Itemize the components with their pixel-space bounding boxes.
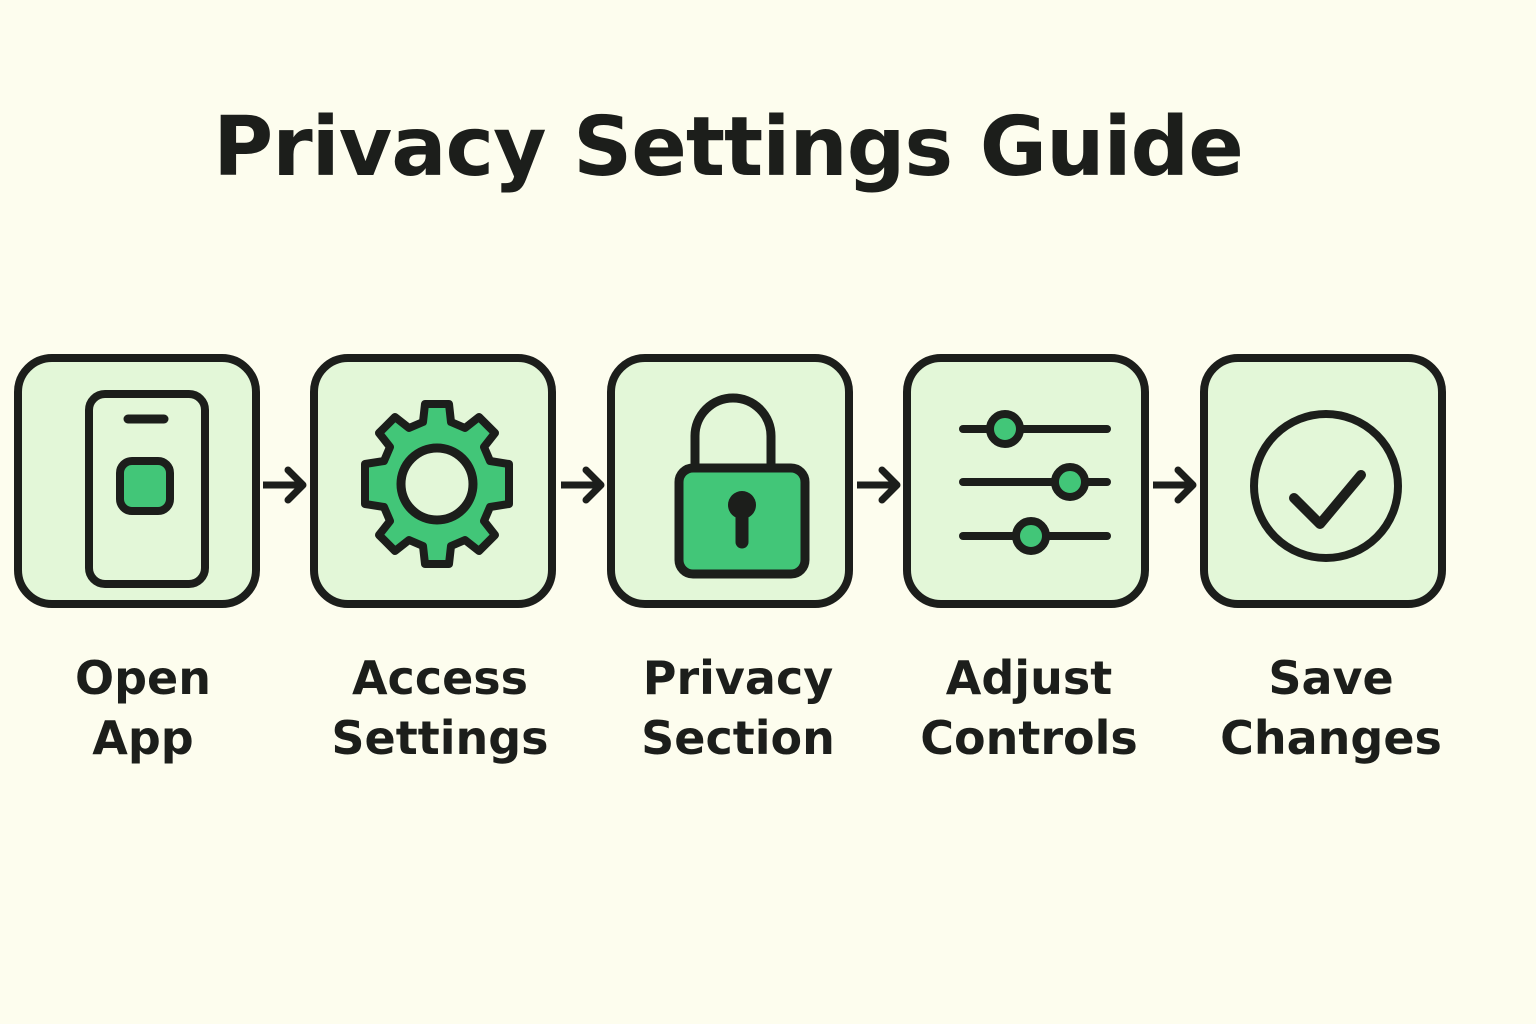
step-label-save-changes: Save Changes: [1181, 648, 1481, 768]
smartphone-icon: [85, 390, 209, 588]
step-save-changes: [1200, 354, 1446, 608]
label-line: Controls: [920, 711, 1138, 765]
label-line: Adjust: [945, 651, 1113, 705]
label-line: Save: [1268, 651, 1394, 705]
label-line: Access: [351, 651, 529, 705]
label-line: App: [92, 711, 194, 765]
gear-icon: [361, 400, 513, 568]
step-label-access-settings: Access Settings: [290, 648, 590, 768]
step-label-privacy-section: Privacy Section: [588, 648, 888, 768]
checkmark-circle-icon: [1250, 410, 1402, 562]
label-line: Section: [641, 711, 835, 765]
sliders-icon: [959, 410, 1111, 555]
step-label-adjust-controls: Adjust Controls: [879, 648, 1179, 768]
label-line: Open: [75, 651, 211, 705]
step-privacy-section: [607, 354, 853, 608]
arrow-right-icon: [1153, 466, 1197, 504]
arrow-right-icon: [263, 466, 307, 504]
step-label-open-app: Open App: [0, 648, 293, 768]
padlock-icon: [674, 393, 810, 579]
arrow-right-icon: [857, 466, 901, 504]
step-adjust-controls: [903, 354, 1149, 608]
step-access-settings: [310, 354, 556, 608]
step-open-app: [14, 354, 260, 608]
arrow-right-icon: [561, 466, 605, 504]
label-line: Settings: [331, 711, 549, 765]
page-title: Privacy Settings Guide: [213, 100, 1244, 195]
label-line: Changes: [1220, 711, 1442, 765]
label-line: Privacy: [642, 651, 834, 705]
